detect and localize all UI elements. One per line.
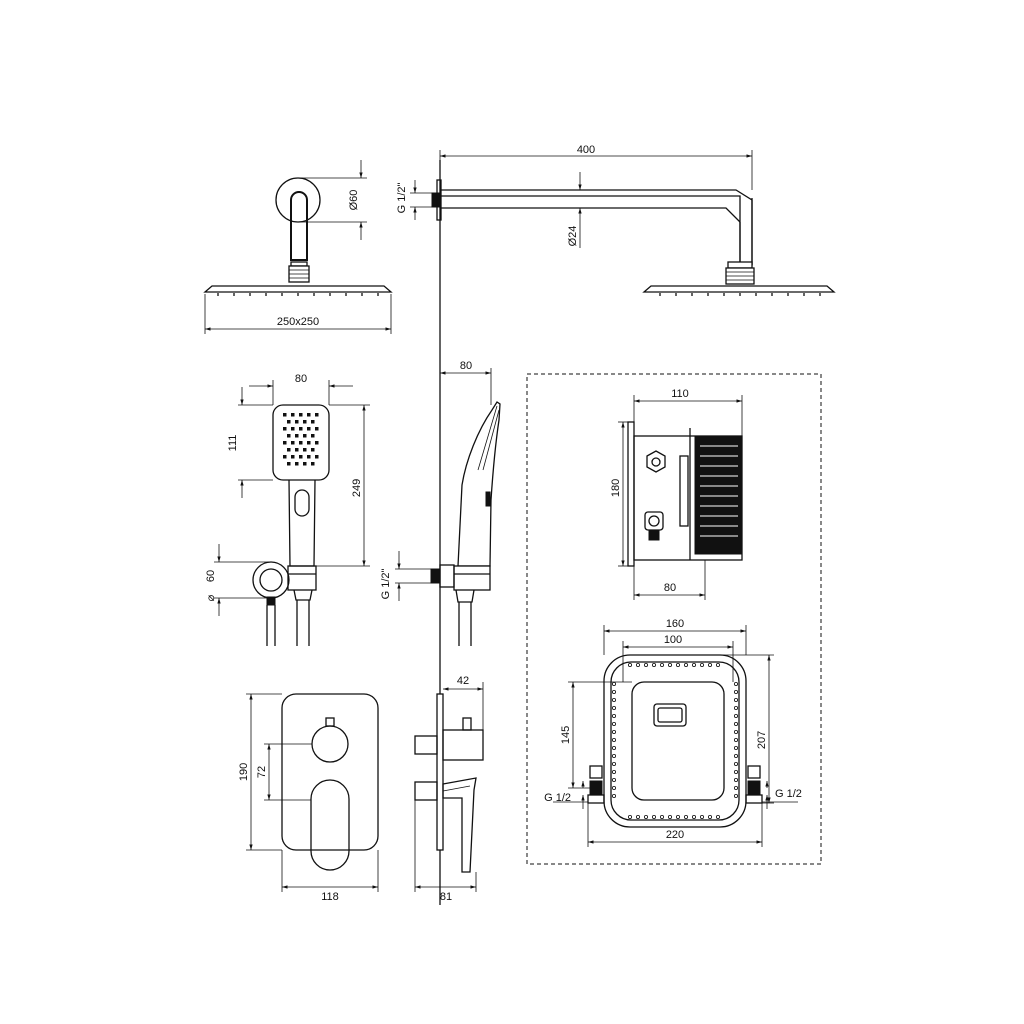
dim-pipe-diameter: Ø24 xyxy=(567,226,579,247)
dim-frame-total-width: 220 xyxy=(666,829,684,841)
concealed-box-frame xyxy=(526,373,822,865)
dim-box-depth: 80 xyxy=(664,582,676,594)
hand-shower-side: 80 G 1/2" xyxy=(380,360,501,646)
hand-shower-nozzles xyxy=(283,413,319,466)
dim-arm-length: 400 xyxy=(577,144,595,156)
arm-side-nozzles xyxy=(659,293,821,296)
dim-knob-offset: 72 xyxy=(256,766,268,778)
mixer-plate-front: 190 72 118 xyxy=(238,693,379,903)
hand-shower-front: 80 111 249 ⌀ 60 xyxy=(205,373,370,646)
dim-holder-diameter: 60 xyxy=(205,570,217,582)
dim-plate-height: 190 xyxy=(238,763,250,781)
frame-dots-left xyxy=(612,682,617,799)
box-side-view: 110 180 80 xyxy=(610,388,743,600)
frame-dots-top xyxy=(628,663,721,668)
dim-plate-width: 118 xyxy=(321,891,339,903)
box-ribs xyxy=(700,445,738,537)
dim-plate-depth-top: 42 xyxy=(457,675,469,687)
dim-box-width: 110 xyxy=(671,388,689,400)
frame-dots-right xyxy=(734,682,739,799)
head-front-view: 250x250 Ø60 xyxy=(203,160,393,334)
dim-frame-outer: 160 xyxy=(666,618,684,630)
dim-frame-height-outer: 207 xyxy=(756,731,768,749)
dim-hand-head-height: 111 xyxy=(227,435,239,452)
dim-frame-inner: 100 xyxy=(664,634,682,646)
dim-frame-thread-right: G 1/2 xyxy=(775,788,802,800)
dim-frame-height-inner: 145 xyxy=(560,726,572,744)
head-front-nozzles xyxy=(217,293,379,296)
dim-holder-thread: G 1/2" xyxy=(380,569,392,600)
diameter-symbol: ⌀ xyxy=(205,594,217,601)
dim-head-size: 250x250 xyxy=(277,316,319,328)
dim-arm-thread: G 1/2" xyxy=(396,183,408,214)
dim-hand-side-depth: 80 xyxy=(460,360,472,372)
dim-box-height: 180 xyxy=(610,479,622,497)
box-front-view: 160 100 145 207 220 G 1/2 G 1/2 xyxy=(544,618,802,847)
dim-plate-depth-total: 81 xyxy=(440,891,452,903)
mixer-plate-side: 42 81 xyxy=(414,675,484,903)
dim-hand-total-height: 249 xyxy=(351,479,363,497)
dim-frame-thread-left: G 1/2 xyxy=(544,792,571,804)
dim-arm-diameter: Ø60 xyxy=(348,190,360,211)
frame-dots-bottom xyxy=(628,815,721,820)
dim-hand-width: 80 xyxy=(295,373,307,385)
arm-side-view: 400 Ø24 G 1/2" xyxy=(396,144,836,296)
